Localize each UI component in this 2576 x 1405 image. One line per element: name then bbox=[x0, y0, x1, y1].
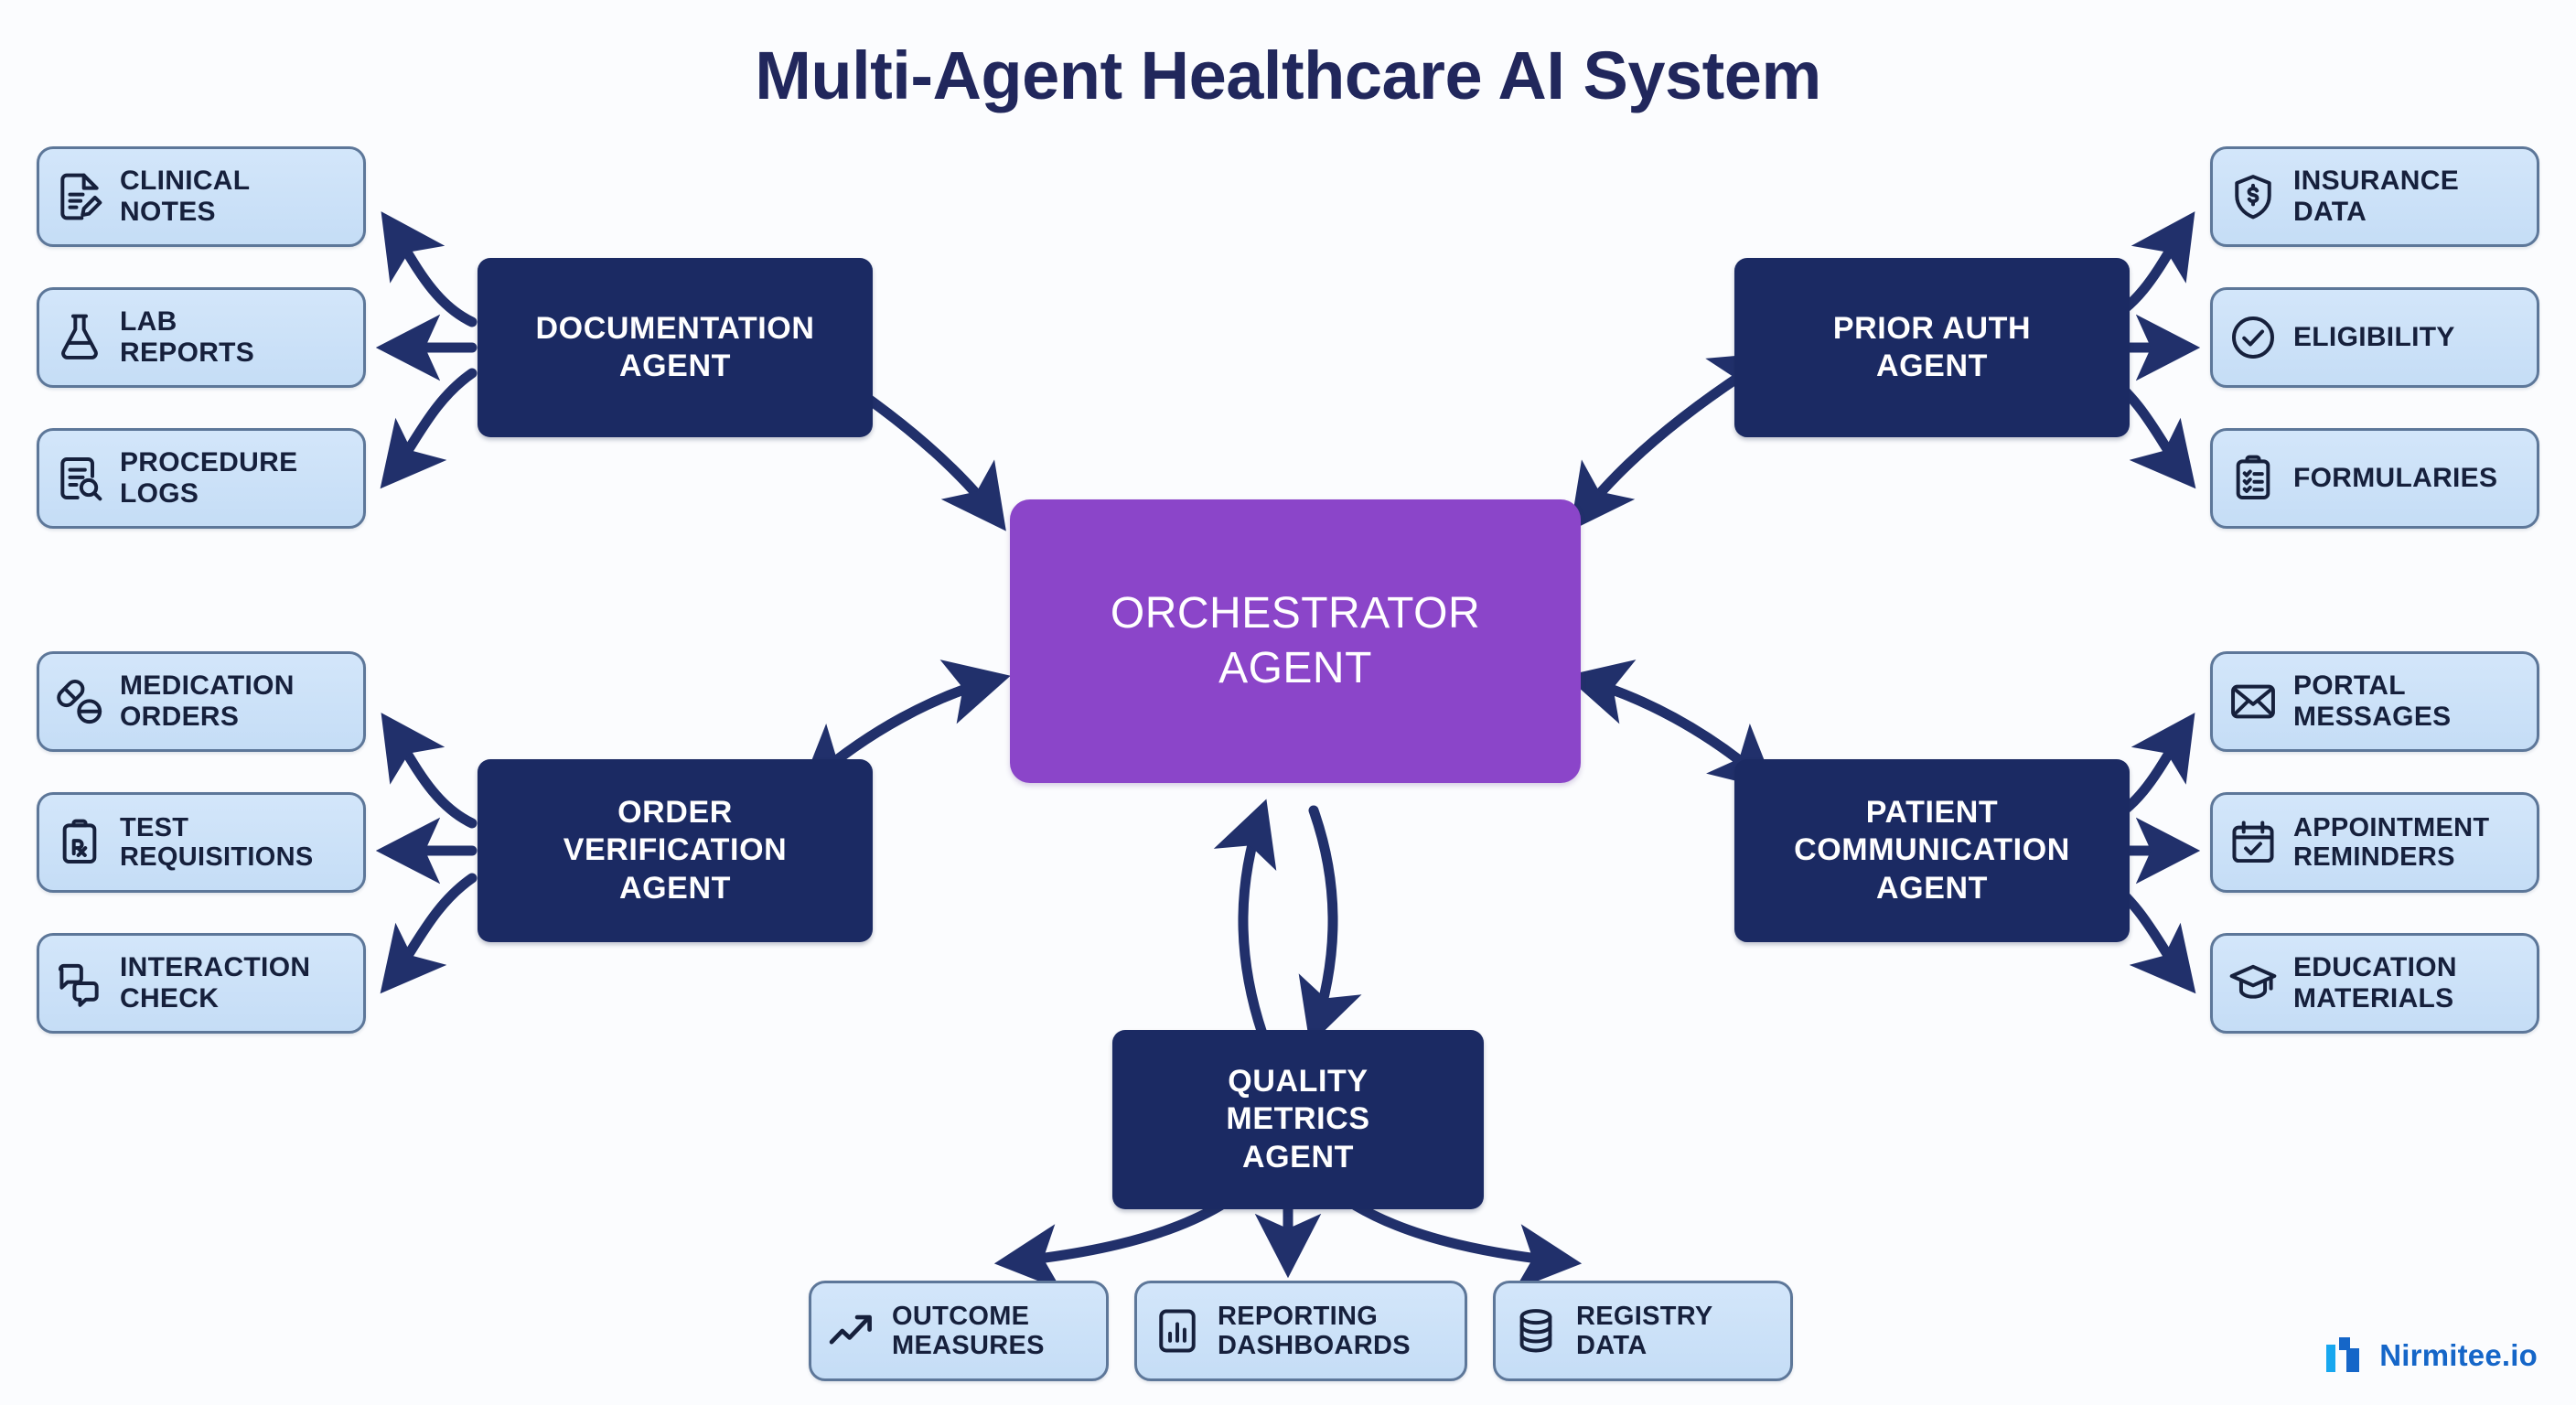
database-icon bbox=[1519, 1309, 1552, 1353]
leaf-insurance-data[interactable]: INSURANCE DATA bbox=[2210, 146, 2539, 247]
quality-metrics-agent-label: QUALITY METRICS AGENT bbox=[1226, 1063, 1370, 1174]
trend-up-icon bbox=[829, 1314, 872, 1345]
leaf-label: ELIGIBILITY bbox=[2293, 322, 2455, 353]
leaf-label: MEDICATION ORDERS bbox=[120, 670, 295, 732]
leaf-label: TEST REQUISITIONS bbox=[120, 812, 314, 872]
leaf-portal-messages[interactable]: PORTAL MESSAGES bbox=[2210, 651, 2539, 752]
patient-communication-agent-label: PATIENT COMMUNICATION AGENT bbox=[1794, 794, 2070, 906]
leaf-label: INSURANCE DATA bbox=[2293, 166, 2460, 227]
brand-logo[interactable]: Nirmitee.io bbox=[2326, 1337, 2538, 1374]
edge-orchestrator-to-qualitymetrics bbox=[1298, 805, 1362, 1046]
order-verification-agent[interactable]: ORDER VERIFICATION AGENT bbox=[478, 759, 873, 942]
patient-communication-agent[interactable]: PATIENT COMMUNICATION AGENT bbox=[1734, 759, 2130, 942]
nirmitee-logo-icon bbox=[2326, 1337, 2360, 1372]
chat-bubbles-icon bbox=[59, 963, 99, 1007]
leaf-registry-data[interactable]: REGISTRY DATA bbox=[1493, 1281, 1793, 1381]
leaf-label: OUTCOME MEASURES bbox=[892, 1301, 1045, 1360]
documentation-agent[interactable]: DOCUMENTATION AGENT bbox=[478, 258, 873, 437]
prior-auth-agent-label: PRIOR AUTH AGENT bbox=[1832, 310, 2032, 383]
quality-metrics-agent[interactable]: QUALITY METRICS AGENT bbox=[1112, 1030, 1484, 1209]
envelope-icon bbox=[2231, 684, 2275, 719]
edge-qualitymetrics-to-orchestrator bbox=[1213, 799, 1277, 1039]
edge-orderverification-to-interaction-check bbox=[380, 873, 478, 994]
orchestrator-agent-label: ORCHESTRATOR AGENT bbox=[1110, 589, 1481, 692]
leaf-formularies[interactable]: FORMULARIES bbox=[2210, 428, 2539, 529]
edge-qualitymetrics-to-outcome-measures bbox=[993, 1200, 1226, 1291]
document-pencil-icon bbox=[60, 173, 102, 220]
document-search-icon bbox=[60, 457, 102, 501]
check-circle-icon bbox=[2232, 316, 2274, 359]
orchestrator-agent[interactable]: ORCHESTRATOR AGENT bbox=[1010, 499, 1581, 783]
leaf-label: APPOINTMENT REMINDERS bbox=[2293, 812, 2490, 872]
brand-name: Nirmitee.io bbox=[2379, 1338, 2538, 1372]
leaf-eligibility[interactable]: ELIGIBILITY bbox=[2210, 287, 2539, 388]
bar-chart-icon bbox=[1159, 1309, 1196, 1353]
order-verification-agent-label: ORDER VERIFICATION AGENT bbox=[563, 794, 788, 906]
leaf-medication-orders[interactable]: MEDICATION ORDERS bbox=[37, 651, 366, 752]
leaf-label: PORTAL MESSAGES bbox=[2293, 670, 2452, 732]
leaf-label: CLINICAL NOTES bbox=[120, 166, 251, 227]
leaf-label: LAB REPORTS bbox=[120, 306, 255, 368]
leaf-test-requisitions[interactable]: TEST REQUISITIONS bbox=[37, 792, 366, 893]
leaf-label: PROCEDURE LOGS bbox=[120, 447, 298, 509]
leaf-appointment-reminders[interactable]: APPOINTMENT REMINDERS bbox=[2210, 792, 2539, 893]
leaf-label: REPORTING DASHBOARDS bbox=[1218, 1301, 1411, 1360]
leaf-label: EDUCATION MATERIALS bbox=[2293, 952, 2457, 1014]
edge-qualitymetrics-to-registry-data bbox=[1350, 1200, 1583, 1291]
prior-auth-agent[interactable]: PRIOR AUTH AGENT bbox=[1734, 258, 2130, 437]
leaf-procedure-logs[interactable]: PROCEDURE LOGS bbox=[37, 428, 366, 529]
leaf-lab-reports[interactable]: LAB REPORTS bbox=[37, 287, 366, 388]
leaf-label: FORMULARIES bbox=[2293, 463, 2498, 494]
flask-icon bbox=[61, 314, 98, 359]
leaf-interaction-check[interactable]: INTERACTION CHECK bbox=[37, 933, 366, 1034]
leaf-label: REGISTRY DATA bbox=[1576, 1301, 1713, 1360]
leaf-education-materials[interactable]: EDUCATION MATERIALS bbox=[2210, 933, 2539, 1034]
leaf-reporting-dashboards[interactable]: REPORTING DASHBOARDS bbox=[1134, 1281, 1467, 1381]
rx-clipboard-icon bbox=[62, 819, 97, 863]
documentation-agent-label: DOCUMENTATION AGENT bbox=[535, 310, 815, 383]
calendar-check-icon bbox=[2232, 820, 2274, 863]
page-title: Multi-Agent Healthcare AI System bbox=[755, 38, 1821, 113]
shield-dollar-icon bbox=[2235, 175, 2271, 220]
edge-documentation-to-clinical-notes bbox=[381, 211, 478, 327]
clipboard-checklist-icon bbox=[2236, 455, 2270, 499]
leaf-clinical-notes[interactable]: CLINICAL NOTES bbox=[37, 146, 366, 247]
graduation-cap-icon bbox=[2229, 964, 2277, 999]
edge-documentation-to-procedure-logs bbox=[380, 368, 478, 489]
edge-orderverification-to-medication-orders bbox=[381, 713, 478, 829]
leaf-outcome-measures[interactable]: OUTCOME MEASURES bbox=[809, 1281, 1109, 1381]
pills-icon bbox=[57, 679, 102, 724]
leaf-label: INTERACTION CHECK bbox=[120, 952, 311, 1014]
